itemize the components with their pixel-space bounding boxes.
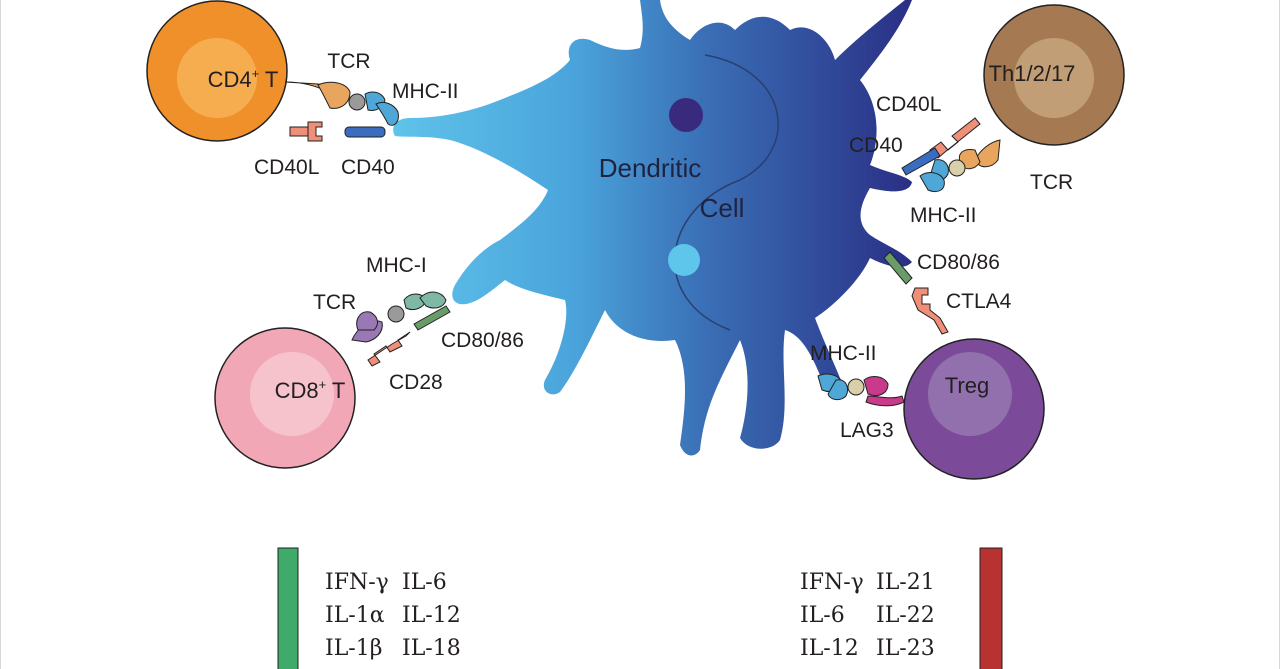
treg-lag3-receptor xyxy=(847,376,905,407)
th-mhc-ii-receptor xyxy=(919,159,949,193)
cd4-mhc-ii-label: MHC-II xyxy=(392,80,459,103)
cd8-t-cell-nucleus xyxy=(250,352,334,436)
cd4-tcr-receptor xyxy=(284,81,366,111)
left-cytokine-item: IL-18 xyxy=(402,636,461,661)
treg-cell-nucleus xyxy=(928,352,1012,436)
th-cell: Th1/2/17 xyxy=(983,4,1125,146)
cd8-t-cell: CD8+ T xyxy=(214,327,356,469)
dendritic-cell: Dendritic Cell xyxy=(393,0,912,456)
cd4-tcr-label: TCR xyxy=(327,50,370,73)
th-cell-label: Th1/2/17 xyxy=(989,61,1076,86)
right-cytokine-item: IL-23 xyxy=(876,636,935,661)
treg-ctla4-label: CTLA4 xyxy=(946,290,1012,313)
right-cytokine-item: IL-22 xyxy=(876,603,935,628)
cd8-tcr-receptor xyxy=(351,305,405,343)
cd8-cd28-label: CD28 xyxy=(389,371,443,394)
dendritic-cell-dark-dot xyxy=(669,98,703,132)
cd8-cd80-label: CD80/86 xyxy=(441,329,524,352)
treg-mhc-ii-label: MHC-II xyxy=(810,342,877,365)
cd4-cd40-label: CD40 xyxy=(341,156,395,179)
th-tcr-receptor xyxy=(948,139,1001,177)
dendritic-cell-label-line1: Dendritic xyxy=(599,153,702,183)
cd8-mhc-i-receptor xyxy=(403,291,447,311)
left-cytokine-bar xyxy=(277,547,299,669)
treg-cell-label: Treg xyxy=(945,373,989,398)
cd8-cd28-receptor xyxy=(367,331,411,367)
cd4-t-cell-nucleus xyxy=(177,38,257,118)
cd8-mhc-i-label: MHC-I xyxy=(366,254,427,277)
left-cytokine-item: IL-1β xyxy=(325,636,382,661)
dendritic-cell-divider xyxy=(674,54,779,331)
treg-ctla4-receptor xyxy=(911,287,949,335)
left-cytokine-item: IFN-γ xyxy=(325,570,389,595)
th-cell-nucleus xyxy=(1014,38,1094,118)
cd4-cd40l-label: CD40L xyxy=(254,156,319,179)
right-cytokine-bar xyxy=(979,547,1003,669)
th-tcr-label: TCR xyxy=(1030,171,1073,194)
right-cytokine-list: IFN-γ IL-21 IL-6 IL-22 IL-12 IL-23 xyxy=(800,570,935,661)
th-mhc-ii-label: MHC-II xyxy=(910,204,977,227)
treg-mhc-ii-receptor xyxy=(817,373,849,401)
cd4-cd40l-receptor xyxy=(289,121,323,142)
cd4-mhc-ii-receptor xyxy=(364,91,399,126)
left-cytokine-item: IL-12 xyxy=(402,603,461,628)
dendritic-cell-body xyxy=(393,0,912,456)
treg-cd80-label: CD80/86 xyxy=(917,251,1000,274)
th-cd40l-label: CD40L xyxy=(876,93,941,116)
cd4-t-cell-label: CD4+ T xyxy=(208,66,279,92)
th-cd40-receptor xyxy=(901,147,941,176)
cd4-t-cell: CD4+ T xyxy=(146,0,288,142)
right-cytokine-item: IL-12 xyxy=(800,636,859,661)
left-cytokine-list: IFN-γ IL-6 IL-1α IL-12 IL-1β IL-18 xyxy=(325,570,461,661)
right-cytokine-item: IFN-γ xyxy=(800,570,864,595)
left-cytokine-item: IL-1α xyxy=(325,603,385,628)
right-cytokine-item: IL-6 xyxy=(800,603,845,628)
treg-lag3-label: LAG3 xyxy=(840,419,894,442)
treg-cd80-receptor xyxy=(883,251,913,285)
th-cd40-label: CD40 xyxy=(849,134,903,157)
treg-cell: Treg xyxy=(903,338,1045,480)
cd4-cd40-receptor xyxy=(344,126,386,138)
cd8-tcr-label: TCR xyxy=(313,291,356,314)
th-cd40l-receptor xyxy=(929,117,981,159)
dendritic-cell-label-line2: Cell xyxy=(700,193,745,223)
cd8-cd80-receptor xyxy=(413,305,451,331)
left-cytokine-item: IL-6 xyxy=(402,570,447,595)
cd8-t-cell-label: CD8+ T xyxy=(275,377,346,403)
dendritic-cell-light-dot xyxy=(668,244,700,276)
right-cytokine-item: IL-21 xyxy=(876,570,935,595)
